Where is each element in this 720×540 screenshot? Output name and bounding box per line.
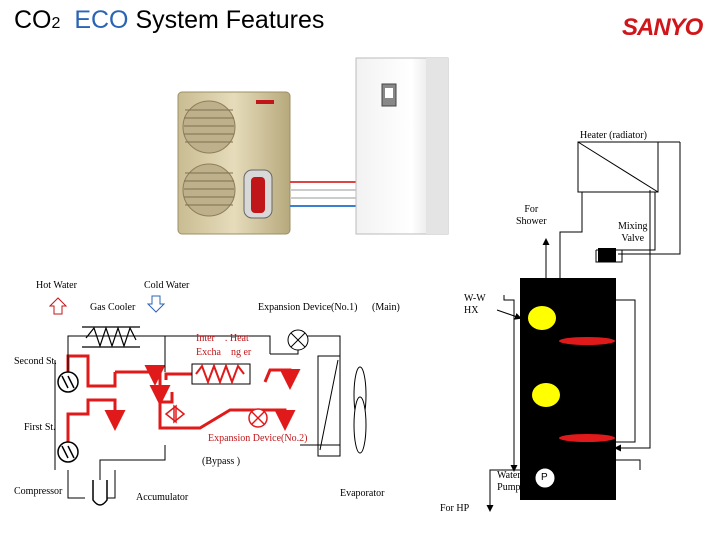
water-piping	[486, 141, 681, 512]
heater-coil-bottom	[559, 434, 615, 442]
second-stage-label: Second St.	[14, 356, 57, 367]
refrigerant-lines	[54, 335, 341, 499]
compressor-label: Compressor	[14, 486, 63, 497]
hot-water-label: Hot Water	[36, 280, 77, 291]
heater-radiator	[577, 141, 659, 193]
hot-water-arrow-icon	[48, 297, 68, 315]
accumulator	[92, 480, 108, 506]
evaporator	[317, 355, 341, 457]
mixing-valve-label: Mixing Valve	[618, 221, 648, 244]
for-shower-label: For Shower	[516, 204, 547, 227]
water-pump	[534, 467, 556, 489]
check-valves	[164, 404, 186, 424]
water-pump-label: Water Pump	[497, 470, 521, 493]
gas-cooler-label: Gas Cooler	[90, 302, 136, 313]
title-rest: System Features	[135, 6, 325, 34]
mixing-valve	[598, 248, 616, 262]
ww-hx-label: W-W HX	[464, 293, 486, 316]
expansion-device-1-label: Expansion Device(No.1)	[258, 302, 358, 313]
title-co: CO	[14, 6, 52, 34]
sensor-top	[528, 306, 556, 330]
compressor-second-stage	[57, 371, 79, 393]
compressor-first-stage	[57, 441, 79, 463]
sanyo-logo: SANYO	[622, 14, 703, 41]
main-label: (Main)	[372, 302, 400, 313]
sensor-bottom	[532, 383, 560, 407]
for-hp-label: For HP	[440, 503, 470, 514]
cold-water-arrow-icon	[146, 295, 166, 313]
evaporator-label: Evaporator	[340, 488, 385, 499]
cold-water-label: Cold Water	[144, 280, 190, 291]
bypass-label: (Bypass )	[202, 456, 241, 467]
accumulator-label: Accumulator	[136, 492, 189, 503]
gas-cooler-coil	[82, 326, 140, 348]
heater-coil-top	[559, 337, 615, 345]
heater-label: Heater (radiator)	[580, 130, 647, 141]
inter-heat-exchanger	[191, 363, 251, 385]
title-eco: ECO	[74, 6, 129, 34]
expansion-device-2	[248, 408, 268, 428]
fan-icon	[353, 366, 367, 454]
first-stage-label: First St.	[24, 422, 56, 433]
pump-symbol-label: P	[541, 472, 548, 483]
tank-unit-photo	[355, 57, 449, 235]
connecting-pipes	[290, 181, 356, 207]
page-title: CO2 ECO System Features	[14, 6, 324, 35]
expansion-device-1	[287, 329, 309, 351]
expansion-device-2-label: Expansion Device(No.2)	[208, 433, 308, 444]
outdoor-unit-photo	[177, 91, 291, 235]
inter-heat-exchanger-label: Inter . Heat Excha ng er	[196, 333, 252, 358]
title-subscript: 2	[51, 15, 61, 32]
